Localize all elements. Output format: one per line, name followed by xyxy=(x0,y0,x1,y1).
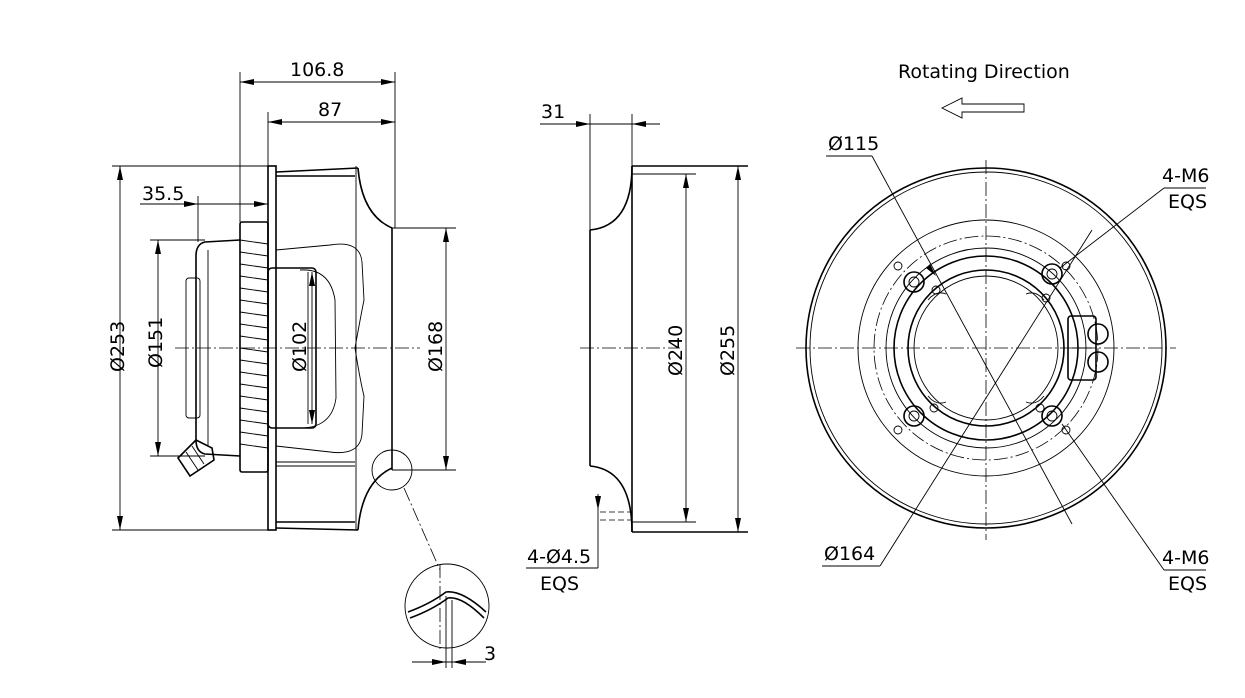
hub-notch-2 xyxy=(1025,292,1045,301)
hub-notch-1 xyxy=(927,292,947,301)
dim-ring-depth xyxy=(540,114,660,230)
dim-ring-depth-label: 31 xyxy=(541,101,565,123)
dim-motor-offset xyxy=(140,196,268,242)
hub-notch-4 xyxy=(1025,395,1045,404)
detail-callout-circle xyxy=(371,449,413,491)
detail-arrow-left xyxy=(432,659,446,665)
front-hub-ring xyxy=(913,275,1059,421)
hole-spec-note: EQS xyxy=(540,573,579,595)
dim-dia-102-label: Ø102 xyxy=(289,321,311,372)
dim-dia-240-label: Ø240 xyxy=(665,325,687,376)
mounting-boss-bl xyxy=(893,403,939,435)
dim-dia-168 xyxy=(392,227,456,471)
impeller-bottom-edge-outer xyxy=(275,527,359,531)
detail-view: 3 xyxy=(404,563,496,668)
detail-leader xyxy=(403,487,441,571)
thread-top-note: EQS xyxy=(1168,191,1207,213)
detail-profile-outer xyxy=(407,591,487,613)
dim-dia-151 xyxy=(150,239,205,457)
heatsink-fins xyxy=(239,239,269,449)
dim-motor-offset-label: 35.5 xyxy=(142,183,184,205)
thread-bottom-note: EQS xyxy=(1168,573,1207,595)
front-outer-ring xyxy=(805,167,1167,529)
dia-164-diagonal xyxy=(879,229,1093,567)
dim-dia-168-label: Ø168 xyxy=(425,321,447,372)
dim-impeller-length-label: 87 xyxy=(318,99,342,121)
front-ring-128 xyxy=(857,219,1115,477)
thread-bottom-spec: 4-M6 xyxy=(1162,547,1209,569)
connector-block xyxy=(1067,315,1109,381)
dim-dia-164-label: Ø164 xyxy=(824,543,875,565)
shroud-top-curve xyxy=(357,167,393,229)
detail-thickness-label: 3 xyxy=(484,643,496,665)
blade-profile xyxy=(275,243,365,454)
thread-top-spec: 4-M6 xyxy=(1162,165,1209,187)
detail-circle xyxy=(404,563,490,649)
dim-impeller-length xyxy=(267,112,395,166)
electronics-housing xyxy=(239,221,269,473)
front-outer-ring-inner xyxy=(809,171,1163,525)
dim-dia-102 xyxy=(309,272,315,424)
dim-dia-255-label: Ø255 xyxy=(717,325,739,376)
rotating-direction-arrow-icon xyxy=(940,97,1025,119)
dia-115-diagonal xyxy=(871,155,1073,525)
dia-115-arrow xyxy=(926,264,936,276)
inlet-ring-view: 31 Ø240 Ø255 4-Ø4.5 EQS xyxy=(526,101,748,595)
mounting-boss-tr xyxy=(1041,261,1071,303)
mounting-boss-tl xyxy=(893,261,941,295)
impeller-top-edge xyxy=(275,167,359,173)
detail-arrow-right xyxy=(452,659,466,665)
rotating-direction-label: Rotating Direction xyxy=(898,61,1070,83)
back-cover-plate xyxy=(185,277,201,419)
mounting-boss-br xyxy=(1035,403,1071,435)
front-bolt-circle xyxy=(873,235,1099,461)
dim-overall-length-label: 106.8 xyxy=(290,59,344,81)
detail-profile-inner xyxy=(409,597,485,619)
thread-top-leader xyxy=(1059,187,1165,269)
front-view: Rotating Direction xyxy=(796,61,1209,595)
dim-dia-253 xyxy=(112,165,268,531)
hole-spec-leader xyxy=(526,494,601,569)
front-ring-78 xyxy=(907,269,1065,427)
cable-gland xyxy=(176,439,215,478)
side-view: 106.8 87 35.5 Ø253 xyxy=(107,59,456,571)
thread-bottom-leader xyxy=(1061,423,1165,571)
dim-dia-253-label: Ø253 xyxy=(107,321,129,372)
dim-overall-length xyxy=(239,72,396,228)
hub-notch-3 xyxy=(927,395,947,404)
dim-dia-115-label: Ø115 xyxy=(828,133,879,155)
motor-back-cover xyxy=(195,239,241,457)
ring-bell-top xyxy=(589,165,633,231)
shroud-bottom-curve xyxy=(357,467,393,531)
dim-dia-151-label: Ø151 xyxy=(145,317,167,368)
dim-dia-255 xyxy=(735,166,741,532)
hole-spec-label: 4-Ø4.5 xyxy=(527,546,591,568)
dim-dia-240 xyxy=(683,174,689,522)
